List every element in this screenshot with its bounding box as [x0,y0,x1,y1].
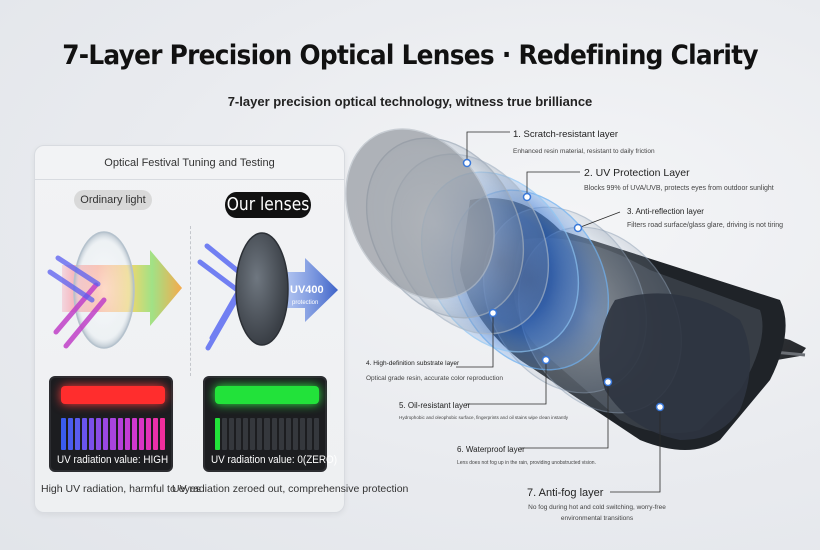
uv-high-ticks [61,418,165,450]
layer-5-callout: 5. Oil-resistant layer Hydrophobic and o… [399,401,574,422]
layer-7-title: 7. Anti-fog layer [527,487,604,499]
layer-5-title: 5. Oil-resistant layer [399,401,471,410]
layer-7-desc: No fog during hot and cold switching, wo… [528,504,666,522]
layer-1-desc: Enhanced resin material, resistant to da… [513,148,655,155]
glasses-exploded-view [345,128,806,450]
layer-6-callout: 6. Waterproof layer Lens does not fog up… [457,445,596,466]
page-title: 7-Layer Precision Optical Lenses · Redef… [62,40,758,71]
layer-2-callout: 2. UV Protection Layer Blocks 99% of UVA… [584,167,774,192]
uv400-protection-text: protection [292,300,318,306]
uv-high-bar [61,386,165,404]
uv-high-value: UV radiation value: HIGH [57,454,169,466]
right-caption: UV radiation zeroed out, comprehensive p… [172,483,409,495]
layer-1-callout: 1. Scratch-resistant layer Enhanced resi… [513,129,655,155]
uv-rays-passing [53,282,107,349]
layer-3-callout: 3. Anti-reflection layer Filters road su… [627,207,783,229]
panel-title: Optical Festival Tuning and Testing [35,146,344,180]
uv-meter-high: UV radiation value: HIGH [49,376,173,472]
layer-6-title: 6. Waterproof layer [457,445,525,454]
uv-zero-ticks [215,418,319,450]
layer-3-desc: Filters road surface/glass glare, drivin… [627,222,784,229]
layer-4-title: 4. High-definition substrate layer [366,360,460,367]
our-lenses-label: Our lenses [225,192,311,218]
left-caption: High UV radiation, harmful to eyes [41,483,201,495]
callout-lines [456,131,661,493]
our-lens-scene: UV400 protection [197,232,338,351]
uv-meter-zero: UV radiation value: 0(ZERO) [203,376,337,472]
layer-2-title: 2. UV Protection Layer [584,167,690,179]
layer-2-desc: Blocks 99% of UVA/UVB, protects eyes fro… [584,185,774,192]
our-lens [235,232,289,346]
ordinary-light-label: Ordinary light [74,190,152,210]
layer-5-desc: Hydrophobic and oleophobic surface, fing… [399,415,569,420]
uv400-badge: UV400 [290,284,324,296]
layer-4-desc: Optical grade resin, accurate color repr… [366,375,503,382]
comparison-divider [190,226,191,376]
page-subtitle: 7-layer precision optical technology, wi… [227,94,593,109]
ordinary-lens [73,231,135,349]
right-lens [599,293,750,440]
uv-zero-value: UV radiation value: 0(ZERO) [211,454,337,466]
layer-3-title: 3. Anti-reflection layer [627,207,704,216]
layer-6-desc: Lens does not fog up in the rain, provid… [457,460,596,466]
lens-layer-1 [345,128,495,300]
layer-1-title: 1. Scratch-resistant layer [513,129,619,140]
layer-7-callout: 7. Anti-fog layer No fog during hot and … [527,487,667,524]
layer-4-callout: 4. High-definition substrate layer Optic… [366,360,503,382]
uv-zero-bar [215,386,319,404]
ordinary-lens-scene [47,231,182,349]
callout-dots [462,158,665,412]
